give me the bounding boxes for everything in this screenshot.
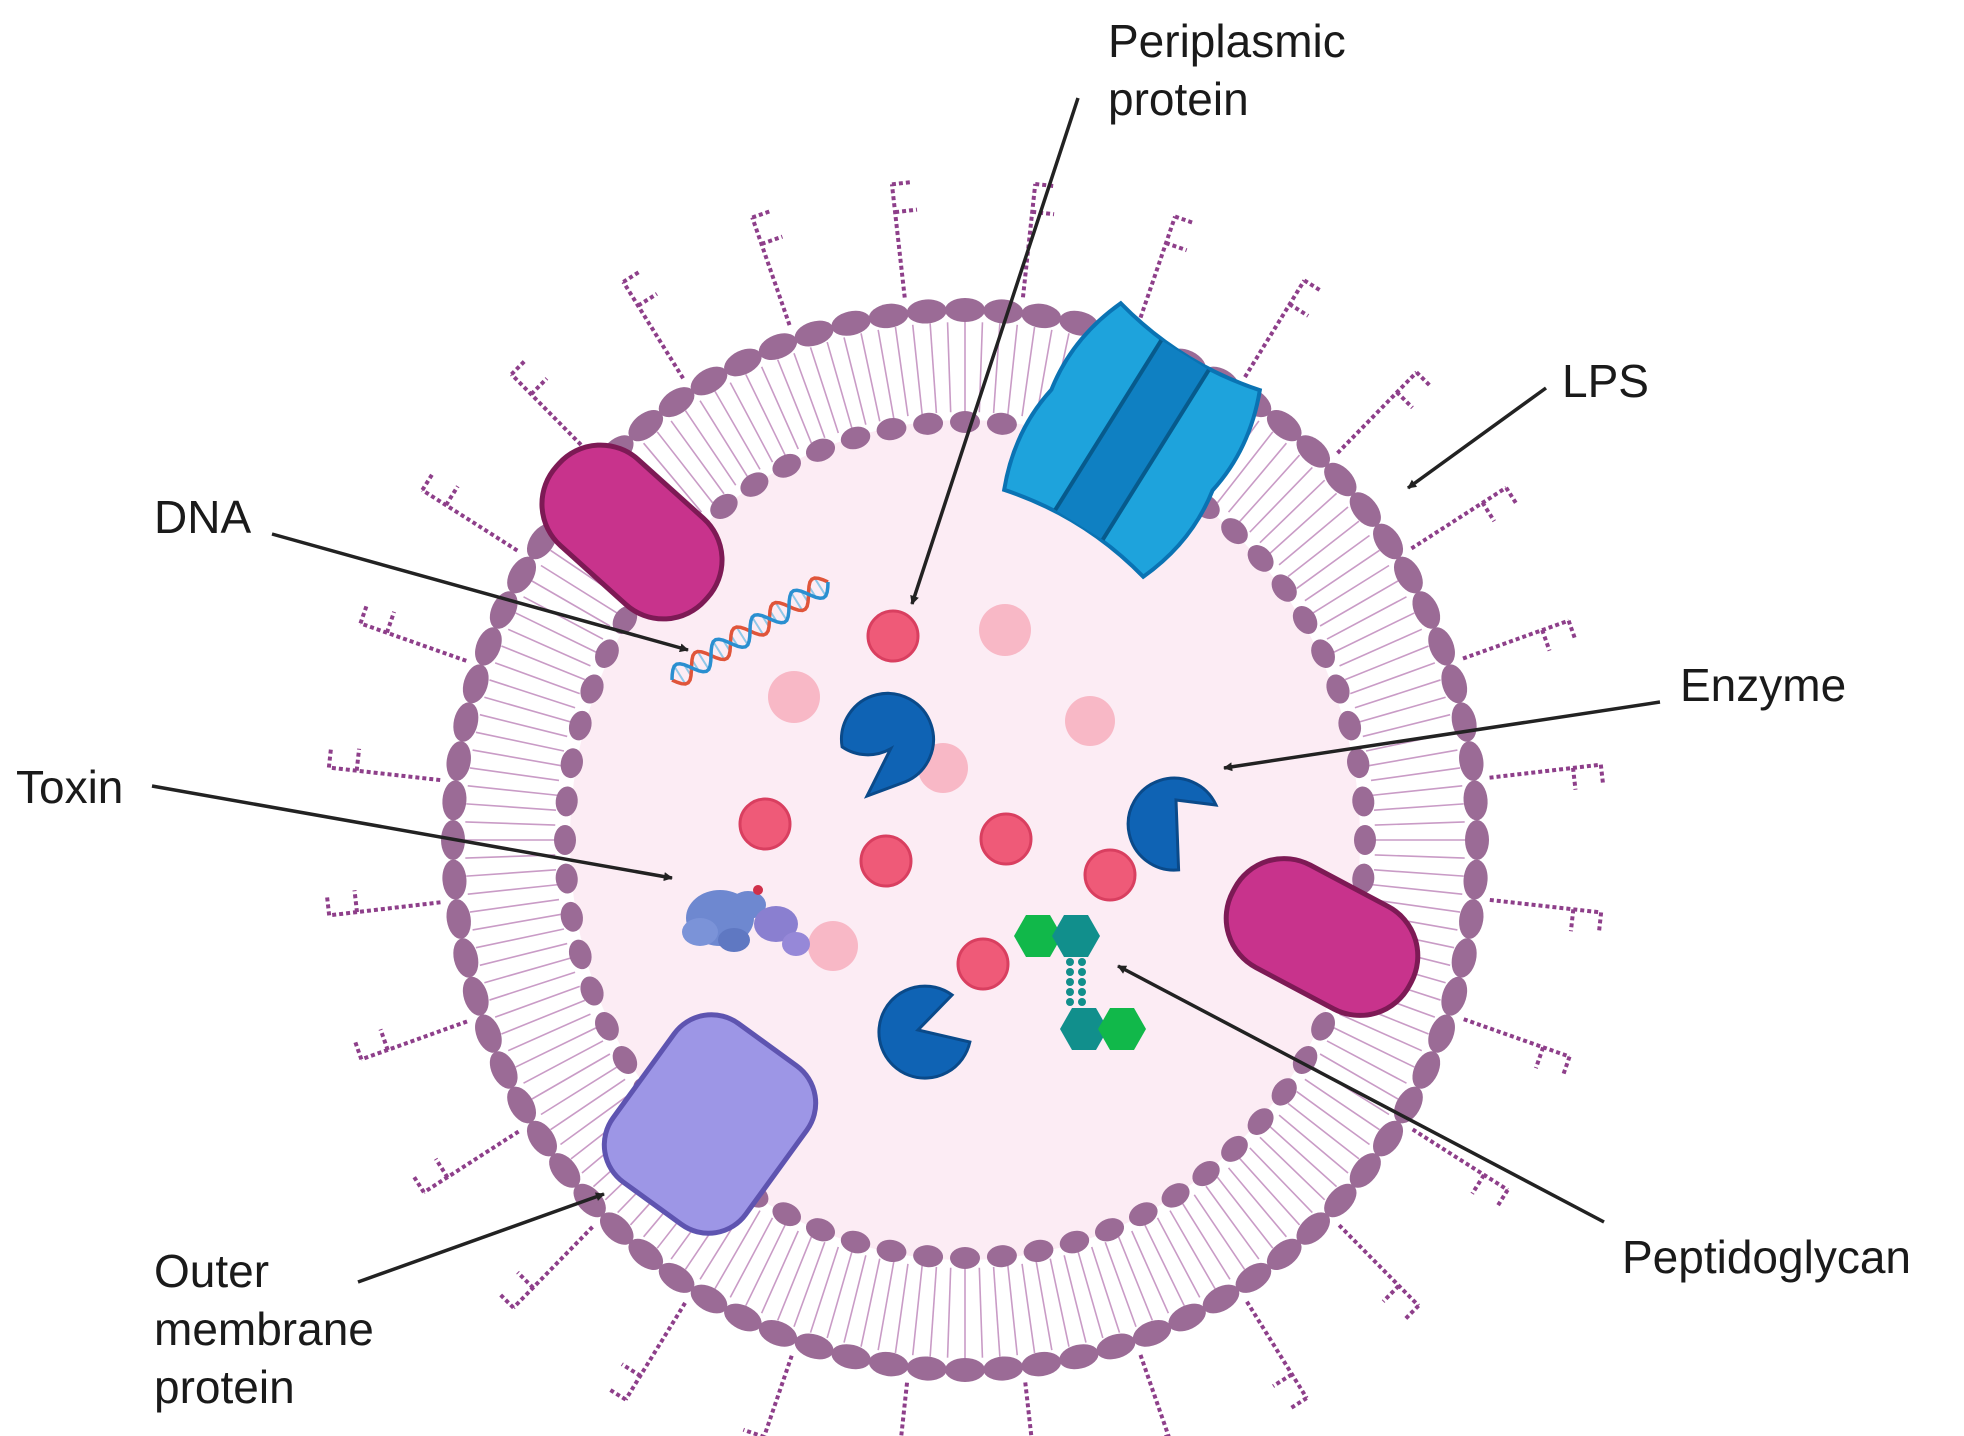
arrow-lps (1406, 386, 1548, 490)
lps-chain (1411, 1127, 1510, 1207)
lps-chain (742, 1355, 794, 1436)
arrow-periplasmic-protein (910, 97, 1080, 605)
arrow-toxin (151, 784, 673, 882)
label-enzyme: Enzyme (1680, 659, 1847, 711)
label-peptidoglycan: Peptidoglycan (1622, 1231, 1911, 1283)
lps-chain (499, 1225, 594, 1310)
lps-chain (510, 360, 593, 457)
arrow-outer-membrane-protein (357, 1192, 605, 1284)
lps-chain (420, 473, 519, 553)
lps-chain (889, 180, 918, 298)
lps-chain (326, 748, 441, 783)
lps-chain (1336, 370, 1431, 455)
lps-chain (609, 1301, 687, 1402)
lps-chain (1410, 485, 1518, 551)
arrow-dna (271, 532, 689, 653)
lps-layer (325, 180, 1605, 1436)
toxin-molecule (682, 885, 810, 956)
dna-molecule (670, 576, 830, 686)
lps-chain (1463, 1017, 1572, 1075)
periplasmic-proteins (738, 604, 1137, 991)
enzymes (840, 691, 1219, 1080)
label-outer-membrane-protein: Outer membrane protein (154, 1245, 374, 1413)
lps-chain (412, 1129, 520, 1195)
lps-chain (353, 1019, 468, 1062)
lps-chain (1023, 1382, 1034, 1436)
outer-leaflet-heads (441, 298, 1489, 1382)
lps-chain (899, 1382, 910, 1436)
porin-protein (1001, 300, 1263, 580)
outer-membrane-protein-magenta-top (539, 442, 725, 622)
lps-chain (1243, 278, 1321, 379)
outer-membrane-protein-lavender (601, 1012, 819, 1236)
lps-chain (358, 605, 467, 663)
lps-chain (1138, 1354, 1171, 1436)
lps-chain (1489, 897, 1604, 932)
lps-chain (1245, 1300, 1309, 1410)
label-arrows (151, 97, 1661, 1284)
lps-chain (325, 890, 441, 918)
lps-chain (1136, 214, 1193, 325)
arrow-enzyme (1223, 700, 1661, 772)
lps-chain (1462, 618, 1577, 661)
lps-chain (750, 209, 792, 326)
label-periplasmic-protein: Periplasmic protein (1108, 15, 1346, 125)
label-dna: DNA (154, 491, 252, 543)
outer-membrane-protein-magenta-right (1223, 856, 1421, 1018)
lps-chain (1489, 762, 1605, 790)
arrow-peptidoglycan (1117, 964, 1605, 1224)
lps-chain (1337, 1223, 1420, 1320)
lps-chain (621, 270, 685, 380)
peptidoglycan (1014, 915, 1146, 1050)
label-lps: LPS (1562, 355, 1649, 407)
lps-chain (1020, 182, 1055, 298)
label-toxin: Toxin (16, 761, 124, 813)
